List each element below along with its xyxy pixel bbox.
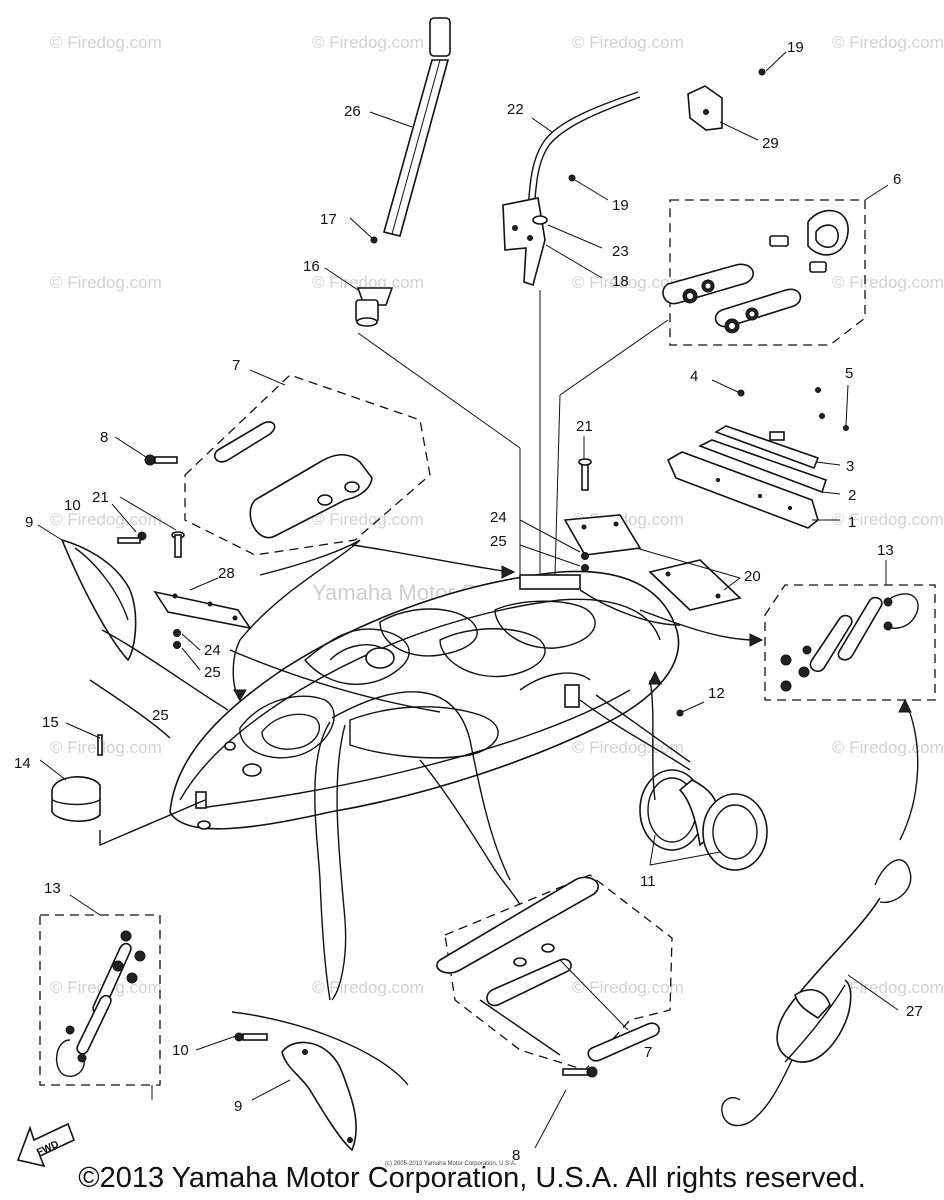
part-12-screw — [676, 709, 684, 717]
part-28-pad — [153, 590, 252, 630]
part-9-bumper-left — [60, 538, 137, 662]
part-4-screw — [737, 389, 745, 397]
part-7-chock-upper — [184, 374, 431, 576]
watermark: © Firedog.com — [50, 33, 162, 52]
callout-1: 1 — [848, 514, 856, 531]
callout-27: 27 — [906, 1003, 923, 1020]
part-15-screw — [97, 734, 103, 756]
part-8-bolt-lower — [562, 1066, 598, 1078]
part-21-bolt-left — [171, 531, 185, 558]
part-10-bolt-lower — [234, 1032, 268, 1042]
part-25-nut-left — [173, 641, 181, 649]
callout-7-lower: 7 — [644, 1044, 652, 1061]
callout-8-upper: 8 — [100, 429, 108, 446]
part-14-cap — [51, 775, 101, 822]
callout-16: 16 — [303, 258, 320, 275]
callout-3: 3 — [846, 458, 854, 475]
callout-6: 6 — [893, 171, 901, 188]
routing-lines — [89, 539, 919, 1056]
callout-4: 4 — [690, 368, 698, 385]
leader-lines — [37, 51, 899, 1149]
part-21-bolt-right — [578, 458, 592, 491]
watermark: © Firedog.com — [50, 738, 162, 757]
callout-17: 17 — [320, 211, 337, 228]
part-25-nut-right — [581, 564, 589, 572]
callout-10-lower: 10 — [172, 1042, 189, 1059]
callout-15: 15 — [42, 714, 59, 731]
callout-21-left: 21 — [92, 489, 109, 506]
part-26-pole — [383, 17, 451, 237]
callout-24-left: 24 — [204, 642, 221, 659]
part-5-screws — [815, 387, 849, 431]
watermark: © Firedog.com — [832, 738, 944, 757]
watermark: © Firedog.com — [572, 33, 684, 52]
watermark: © Firedog.com — [572, 978, 684, 997]
copyright-footer: ©2013 Yamaha Motor Corporation, U.S.A. A… — [78, 1162, 866, 1194]
callout-20: 20 — [744, 568, 761, 585]
watermark: © Firedog.com — [50, 510, 162, 529]
callout-9-left: 9 — [25, 514, 33, 531]
part-16-fitting — [355, 287, 394, 327]
callout-12: 12 — [708, 685, 725, 702]
part-22-cable — [527, 91, 641, 213]
small-copyright: (c) 2005-2013 Yamaha Motor Corporation, … — [385, 1161, 517, 1167]
callout-14: 14 — [14, 755, 31, 772]
callout-28: 28 — [218, 565, 235, 582]
callout-19-mid: 19 — [612, 197, 629, 214]
part-23-washer — [532, 215, 548, 225]
part-3-strip — [714, 425, 820, 470]
watermark: © Firedog.com — [572, 273, 684, 292]
watermark: © Firedog.com — [832, 33, 944, 52]
callout-8-lower: 8 — [512, 1147, 520, 1164]
callout-11: 11 — [640, 873, 656, 890]
watermark: © Firedog.com — [312, 33, 424, 52]
part-17-screw — [370, 236, 378, 244]
part-18-bracket — [502, 197, 546, 287]
part-1-rail — [666, 451, 819, 529]
part-6-cleat-kit — [662, 199, 866, 346]
watermark: © Firedog.com — [832, 510, 944, 529]
part-7-chock-lower — [436, 874, 673, 1071]
part-2-strip — [698, 439, 828, 494]
part-8-bolt-upper — [144, 454, 178, 466]
part-19-screw-upper — [568, 174, 576, 182]
callout-26: 26 — [344, 103, 361, 120]
part-24-washer-left — [173, 629, 181, 637]
part-9-bumper-lower — [231, 1011, 409, 1152]
callout-13-left: 13 — [44, 880, 61, 897]
part-27-strap — [721, 859, 912, 1127]
callout-25-right: 25 — [490, 533, 507, 550]
watermark: © Firedog.com — [832, 273, 944, 292]
callout-21-right: 21 — [576, 418, 593, 435]
fwd-arrow: FWD — [16, 1122, 76, 1168]
callout-18: 18 — [612, 273, 629, 290]
callout-7-upper: 7 — [232, 357, 240, 374]
callout-5: 5 — [845, 365, 853, 382]
callout-10-left: 10 — [64, 497, 81, 514]
watermark: © Firedog.com — [572, 738, 684, 757]
callout-labels: 1 2 3 4 5 6 7 7 8 8 9 9 10 10 11 12 13 1… — [14, 39, 923, 1164]
part-10-bolt-left — [117, 531, 147, 544]
part-20-pad — [563, 514, 742, 611]
part-13-tiedown-right — [764, 584, 936, 701]
callout-25-left: 25 — [204, 664, 221, 681]
callout-9-lower: 9 — [234, 1098, 242, 1115]
callout-2: 2 — [848, 487, 856, 504]
part-29-clip — [687, 85, 723, 131]
callout-25-center: 25 — [152, 707, 169, 724]
part-11-inspection-ports — [639, 769, 768, 871]
callout-24-right: 24 — [490, 509, 507, 526]
part-24-washer-right — [581, 552, 589, 560]
part-19-screw-top — [758, 68, 766, 76]
callout-29: 29 — [762, 135, 779, 152]
callout-22: 22 — [507, 101, 524, 118]
callout-19-top: 19 — [787, 39, 804, 56]
watermark: © Firedog.com — [50, 273, 162, 292]
callout-23: 23 — [612, 243, 629, 260]
watermark: © Firedog.com — [312, 510, 424, 529]
part-13-tiedown-left — [39, 914, 161, 1086]
callout-13-right: 13 — [877, 542, 894, 559]
